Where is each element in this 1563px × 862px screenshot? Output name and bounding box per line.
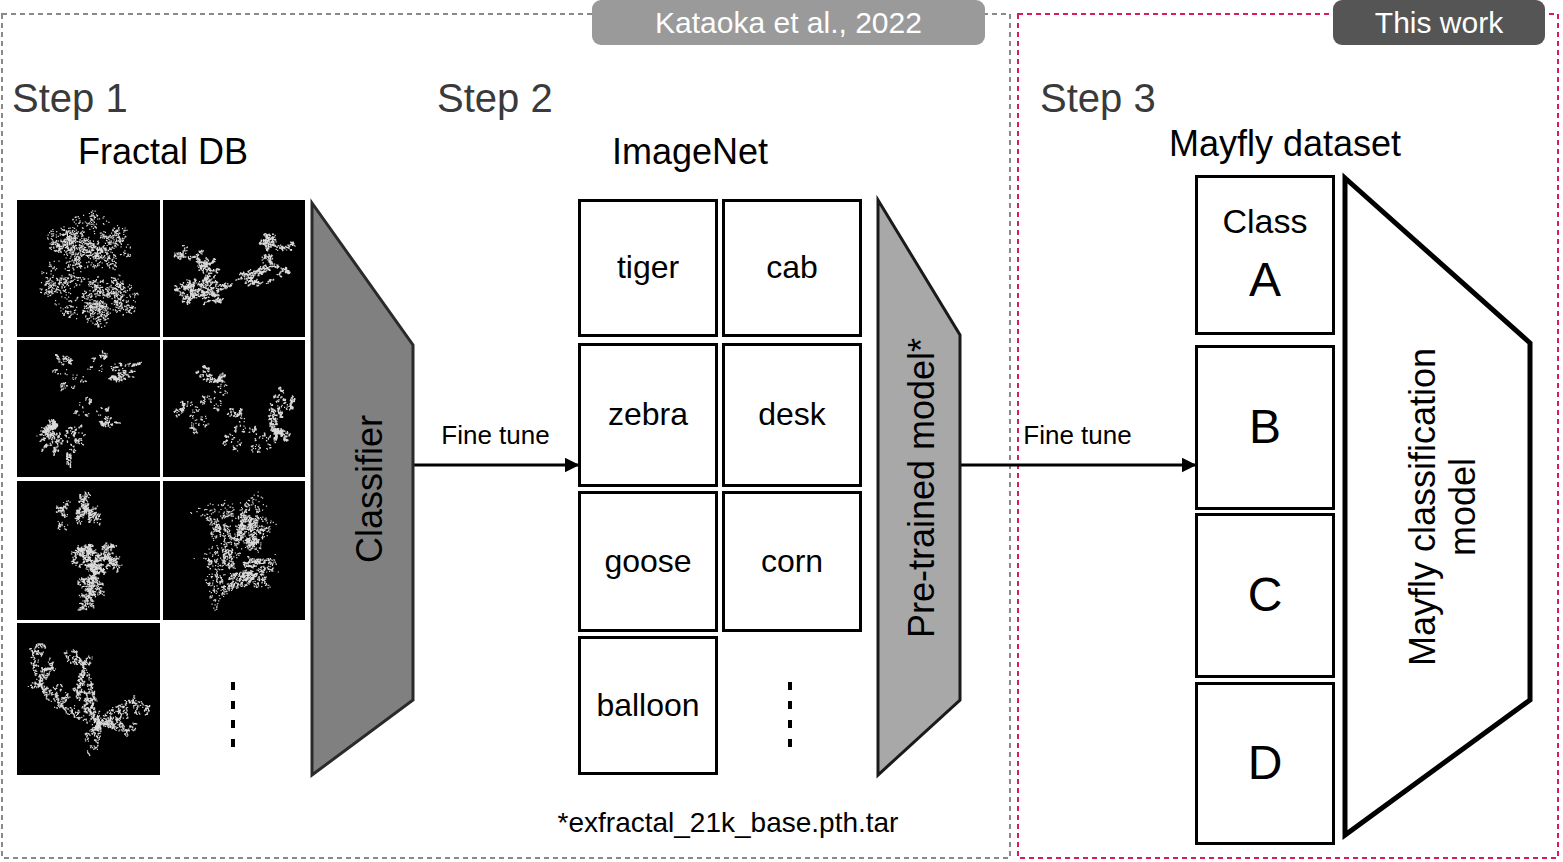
node-text: Kataoka et al., 2022 bbox=[655, 6, 922, 39]
model-trapezoid: Classifier bbox=[312, 203, 413, 775]
node-text: zebra bbox=[608, 397, 688, 432]
dataset-box: D bbox=[1195, 682, 1335, 845]
caption-text: *exfractal_21k_base.pth.tar bbox=[558, 808, 899, 839]
fractal-image bbox=[17, 340, 160, 477]
ellipsis-dot bbox=[231, 720, 235, 728]
dataset-box: zebra bbox=[578, 343, 718, 487]
ellipsis-dot bbox=[231, 739, 235, 747]
model-trapezoid: Pre-trained model* bbox=[878, 200, 960, 775]
source-tag: This work bbox=[1333, 0, 1545, 45]
fine-tune-arrow bbox=[960, 464, 1195, 467]
fractal-image bbox=[17, 200, 160, 337]
node-text: D bbox=[1248, 737, 1283, 790]
node-text: C bbox=[1248, 569, 1283, 622]
node-text: balloon bbox=[596, 688, 699, 723]
fractal-points bbox=[174, 233, 296, 305]
dataset-box: C bbox=[1195, 513, 1335, 678]
caption-text: Mayfly dataset bbox=[1169, 124, 1401, 164]
fractal-points bbox=[28, 643, 151, 756]
node-text: tiger bbox=[617, 250, 679, 285]
ellipsis-dot bbox=[788, 701, 792, 709]
node-text: B bbox=[1249, 401, 1281, 454]
edge-label: Fine tune bbox=[441, 421, 549, 450]
caption-text: Fractal DB bbox=[78, 132, 248, 172]
model-trapezoid: Mayfly classification model bbox=[1345, 178, 1530, 835]
fractal-images bbox=[17, 200, 305, 775]
node-text: corn bbox=[761, 544, 823, 579]
fractal-points bbox=[36, 350, 142, 468]
fractal-points bbox=[190, 491, 279, 610]
node-text: Pre-trained model* bbox=[902, 238, 942, 738]
dataset-box: corn bbox=[722, 491, 862, 632]
fractal-points bbox=[40, 210, 139, 328]
source-tag: Kataoka et al., 2022 bbox=[592, 0, 985, 45]
fractal-image bbox=[17, 481, 160, 620]
step-label: Step 1 bbox=[12, 76, 128, 120]
fine-tune-arrow bbox=[413, 464, 578, 467]
ellipsis-dot bbox=[231, 682, 235, 690]
dataset-box: cab bbox=[722, 199, 862, 337]
node-text: This work bbox=[1375, 6, 1503, 39]
dataset-box: B bbox=[1195, 345, 1335, 510]
fractal-image bbox=[163, 340, 305, 477]
dataset-box: goose bbox=[578, 491, 718, 632]
dataset-box: tiger bbox=[578, 199, 718, 337]
caption-text: ImageNet bbox=[612, 132, 768, 172]
fractal-image bbox=[17, 623, 160, 775]
node-text: Mayfly classification model bbox=[1403, 297, 1482, 717]
node-text: cab bbox=[766, 250, 818, 285]
node-text: A bbox=[1249, 254, 1281, 307]
dataset-box: balloon bbox=[578, 636, 718, 775]
ellipsis-dot bbox=[788, 739, 792, 747]
node-text: desk bbox=[758, 397, 826, 432]
dataset-box: ClassA bbox=[1195, 175, 1335, 335]
ellipsis-dot bbox=[788, 720, 792, 728]
edge-label: Fine tune bbox=[1023, 421, 1131, 450]
group-frame bbox=[1018, 14, 1558, 858]
node-text: goose bbox=[604, 544, 691, 579]
step-label: Step 3 bbox=[1040, 76, 1156, 120]
fractal-points bbox=[56, 491, 123, 610]
node-text: Class bbox=[1222, 203, 1307, 240]
step-label: Step 2 bbox=[437, 76, 553, 120]
group-frame bbox=[2, 14, 1010, 858]
ellipsis-dot bbox=[231, 701, 235, 709]
fractal-points bbox=[174, 365, 296, 453]
ellipsis-dot bbox=[788, 682, 792, 690]
node-text: Classifier bbox=[350, 309, 390, 669]
dataset-box: desk bbox=[722, 343, 862, 487]
fractal-image bbox=[163, 481, 305, 620]
fractal-image bbox=[163, 200, 305, 337]
